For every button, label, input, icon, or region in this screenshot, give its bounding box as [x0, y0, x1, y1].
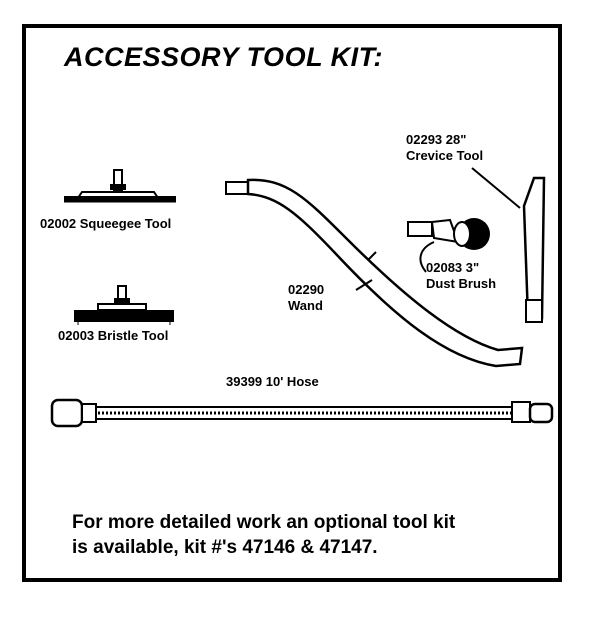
bristle-tool-label: 02003 Bristle Tool: [58, 328, 169, 343]
wand-name-label: Wand: [288, 298, 323, 313]
crevice-tool-icon: [471, 167, 546, 323]
dust-brush-name-label: Dust Brush: [426, 276, 497, 291]
crevice-tool-name-label: Crevice Tool: [406, 148, 484, 163]
dust-brush-icon: [407, 218, 490, 273]
page-title: ACCESSORY TOOL KIT:: [64, 42, 384, 72]
wand-icon: [225, 178, 524, 368]
crevice-tool-number-label: 02293 28": [406, 132, 467, 147]
tool-illustrations: [50, 167, 554, 428]
optional-kit-note: For more detailed work an optional tool …: [72, 510, 455, 560]
hose-label: 39399 10' Hose: [226, 374, 319, 389]
bristle-tool-icon: [74, 285, 174, 325]
squeegee-tool-icon: [64, 169, 176, 203]
tool-kit-panel: ACCESSORY TOOL KIT:: [22, 24, 562, 582]
wand-number-label: 02290: [288, 282, 325, 297]
hose-icon: [50, 398, 554, 428]
note-line-2: is available, kit #'s 47146 & 47147.: [72, 537, 378, 558]
note-line-1: For more detailed work an optional tool …: [72, 512, 456, 533]
squeegee-tool-label: 02002 Squeegee Tool: [40, 216, 172, 231]
dust-brush-number-label: 02083 3": [426, 260, 480, 275]
